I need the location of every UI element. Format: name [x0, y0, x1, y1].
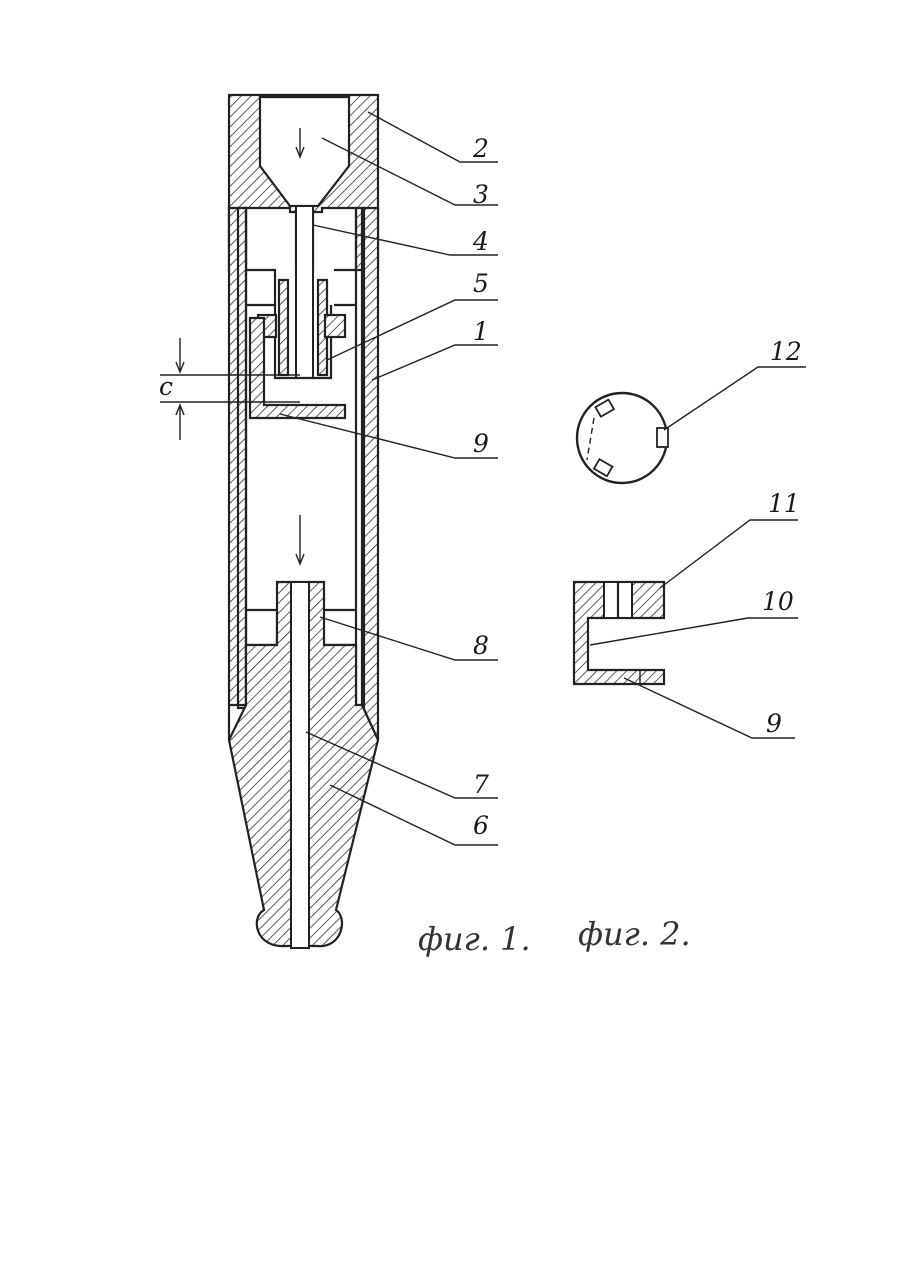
figure-2-labels: 12 11 10 9 [762, 337, 802, 738]
ring-part-5-right [325, 315, 345, 337]
figure-1-drawing: c [159, 95, 378, 948]
label-10: 10 [762, 587, 794, 616]
nozzle-channel [296, 206, 313, 378]
caption-figure-1: фиг. 1. [418, 920, 531, 958]
tab-part-12-right [657, 428, 668, 447]
gap-dimension-label: c [159, 372, 173, 401]
label-6: 6 [473, 811, 489, 840]
label-5: 5 [473, 269, 489, 298]
label-12: 12 [770, 337, 802, 366]
label-9: 9 [473, 429, 489, 458]
label-3: 3 [473, 180, 489, 209]
figure-1-labels: 2 3 4 5 1 9 8 7 6 [472, 134, 489, 840]
label-4: 4 [472, 227, 489, 256]
caption-figure-2: фиг. 2. [578, 915, 691, 953]
label-8: 8 [473, 631, 489, 660]
label-2: 2 [472, 134, 489, 163]
label-11: 11 [768, 489, 800, 518]
nozzle-sleeve-left [279, 280, 288, 375]
label-7: 7 [473, 770, 489, 799]
label-9b: 9 [766, 709, 782, 738]
label-1: 1 [473, 317, 489, 346]
discharge-channel-part-7 [291, 582, 309, 948]
